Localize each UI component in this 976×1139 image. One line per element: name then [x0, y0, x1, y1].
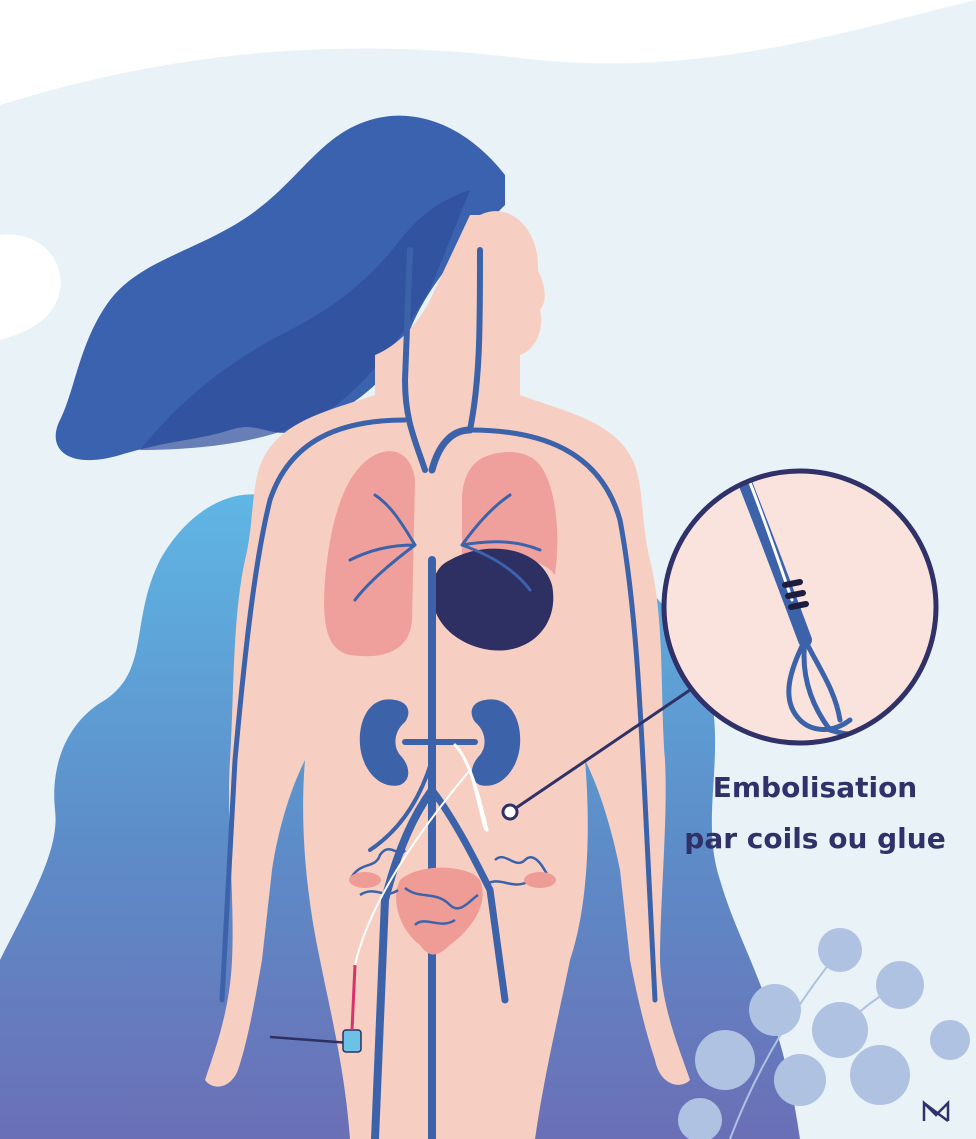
pointer-circle-icon — [503, 805, 517, 819]
ovary-right-side — [349, 872, 381, 888]
zoom-detail — [664, 470, 936, 743]
caption-line-2: par coils ou glue — [684, 822, 945, 855]
ovary-left-side — [524, 872, 556, 888]
caption-line-1: Embolisation — [713, 771, 918, 804]
